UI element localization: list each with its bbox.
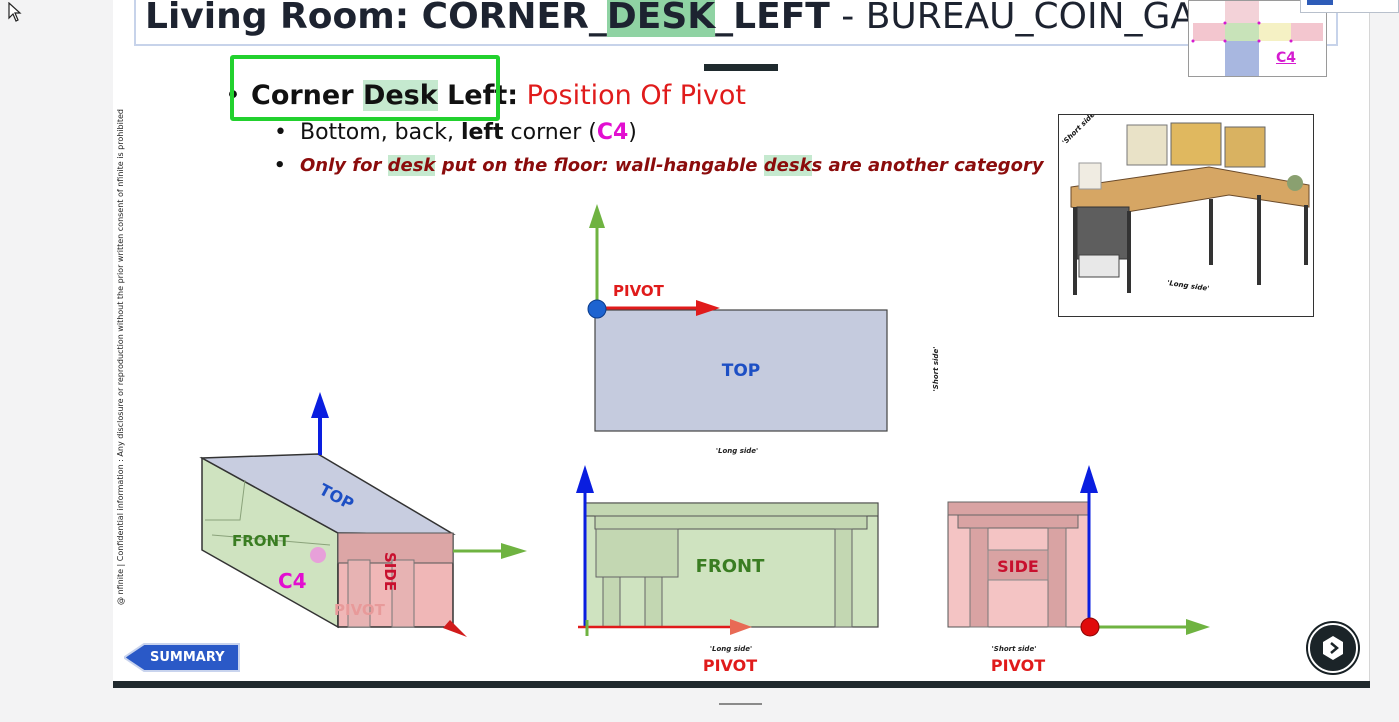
c4-corner-marker-icon <box>310 547 326 563</box>
chat-icon <box>1308 623 1358 673</box>
title-separator: - <box>829 0 866 37</box>
top-short-side: 'Short side' <box>932 347 940 392</box>
title-box <box>134 0 1338 46</box>
side-pivot-label: PIVOT <box>991 656 1045 675</box>
mouse-cursor-icon <box>8 1 22 26</box>
front-long-side: 'Long side' <box>710 645 752 653</box>
b2-bold: left <box>460 120 504 145</box>
desk-photo: 'Short side' 'Long side' <box>1058 109 1314 317</box>
right-arrow-icon <box>696 300 720 316</box>
b2-close: ) <box>628 120 637 145</box>
b1-corner: Corner <box>251 80 363 111</box>
bullet-sub-1: •Bottom, back, left corner (C4) <box>274 120 637 145</box>
front-view: FRONT 'Long side' PIVOT <box>576 465 879 675</box>
bullet-sub-2: •Only for desk put on the floor: wall-ha… <box>274 155 1044 176</box>
b3-desk2: desk <box>763 155 812 176</box>
up-arrow-icon <box>311 392 329 418</box>
pivot-arrow-icon <box>443 620 467 637</box>
title-highlight: DESK <box>606 0 716 37</box>
side-view: SIDE 'Short side' PIVOT <box>947 465 1210 675</box>
iso-c4-label: C4 <box>278 569 307 593</box>
b1-left: Left: <box>437 80 519 111</box>
b1-desk: Desk <box>362 80 438 111</box>
b3-a: Only for <box>300 155 388 176</box>
photo-long-side: 'Long side' <box>1167 279 1210 293</box>
scroll-indicator <box>719 703 762 705</box>
b3-b: put on the floor: wall-hangable <box>435 155 764 176</box>
side-label: SIDE <box>997 557 1039 576</box>
iso-front-label: FRONT <box>232 532 290 550</box>
iso-pivot-label: PIVOT <box>334 601 386 619</box>
up-arrow-icon <box>576 465 594 493</box>
summary-button[interactable] <box>122 643 240 672</box>
pivot-point-icon <box>1080 617 1100 637</box>
b2-b: corner ( <box>503 120 597 145</box>
top-long-side: 'Long side' <box>716 447 758 455</box>
b2-a: Bottom, back, <box>300 120 461 145</box>
up-arrow-icon <box>589 204 605 228</box>
title-suffix: _LEFT <box>715 0 830 37</box>
summary-label[interactable]: SUMMARY <box>150 650 225 665</box>
title-underline <box>704 64 778 71</box>
isometric-view: TOP FRONT SIDE C4 PIVOT <box>199 392 527 637</box>
top-view: PIVOT TOP 'Long side' 'Short side' <box>587 204 940 455</box>
b3-c: s are another category <box>811 155 1044 176</box>
b1-red: Position Of Pivot <box>518 80 746 111</box>
right-arrow-icon <box>730 619 752 635</box>
photo-short-side: 'Short side' <box>1061 115 1098 146</box>
right-arrow-icon <box>1186 619 1210 635</box>
b2-c4: C4 <box>596 120 629 145</box>
up-arrow-icon <box>1080 465 1098 493</box>
top-pivot-label: PIVOT <box>613 282 665 300</box>
chat-assistant-button[interactable] <box>1306 621 1360 675</box>
title-prefix: Living Room: CORNER_ <box>145 0 607 37</box>
b3-desk1: desk <box>387 155 436 176</box>
right-arrow-icon <box>501 543 527 559</box>
front-pivot-label: PIVOT <box>703 656 757 675</box>
bottom-bar <box>113 681 1370 688</box>
front-label: FRONT <box>696 556 766 577</box>
c4-link[interactable]: C4 <box>1276 50 1297 66</box>
side-short-side: 'Short side' <box>992 645 1037 653</box>
selection-highlight-box <box>230 55 500 121</box>
pivot-point-icon <box>587 299 607 319</box>
top-label: TOP <box>722 361 761 381</box>
iso-side-label: SIDE <box>381 552 399 591</box>
